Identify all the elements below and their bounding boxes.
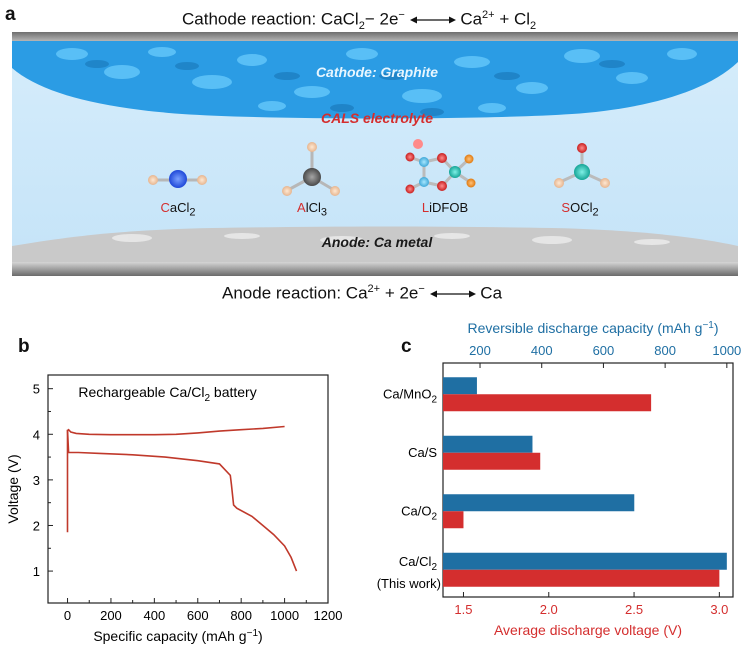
category-label: Ca/Cl2: [399, 554, 438, 573]
bottom-tick-label: 1.5: [454, 602, 472, 617]
chart-annotation: Rechargeable Ca/Cl2 battery: [78, 384, 256, 404]
cacl2-molecule-icon: [148, 170, 207, 188]
capacity-bar: [443, 377, 477, 395]
x-tick-label: 400: [144, 608, 166, 623]
x-tick-label: 600: [187, 608, 209, 623]
y-tick-label: 5: [33, 382, 40, 397]
voltage-bar: [443, 394, 652, 412]
voltage-bar: [443, 452, 541, 470]
molecule-label-alcl3: AlCl3: [297, 200, 327, 219]
cathode-current-collector: [12, 32, 738, 41]
y-tick-label: 1: [33, 564, 40, 579]
y-axis-label: Voltage (V): [5, 454, 21, 523]
plot-frame: [47, 374, 329, 604]
category-label: Ca/MnO2: [383, 386, 437, 405]
lidfob-molecule-icon: [405, 139, 476, 194]
ca-metal-anode: [12, 226, 738, 264]
panel-c-letter: c: [401, 336, 412, 357]
x-tick-label: 1200: [314, 608, 343, 623]
top-tick-label: 200: [469, 343, 491, 358]
bottom-tick-label: 3.0: [710, 602, 728, 617]
electrolyte-label: CALS electrolyte: [320, 110, 434, 126]
anode-current-collector: [12, 262, 738, 276]
y-tick-label: 4: [33, 427, 40, 442]
anode-label: Anode: Ca metal: [321, 234, 433, 250]
cathode-label: Cathode: Graphite: [315, 64, 439, 80]
top-tick-label: 600: [593, 343, 615, 358]
x-tick-label: 800: [230, 608, 252, 623]
molecule-label-socl2: SOCl2: [561, 200, 599, 219]
top-tick-label: 1000: [712, 343, 741, 358]
molecule-label-lidfob: LiDFOB: [421, 200, 469, 215]
top-tick-label: 800: [654, 343, 676, 358]
plot-frame: [442, 362, 734, 598]
x-tick-label: 1000: [270, 608, 299, 623]
category-label: Ca/O2: [401, 503, 437, 522]
alcl3-molecule-icon: [282, 142, 340, 196]
x-tick-label: 0: [64, 608, 71, 623]
graphite-flakes: [56, 47, 697, 113]
capacity-bar: [443, 435, 533, 453]
reversible-arrow-icon: [429, 284, 476, 304]
battery-comparison-chart: 200 400 600 800 1000 1.5 2.0 2.5 3.0 Ca/MnO2Ca/S…: [377, 320, 742, 638]
graphite-cathode: [12, 40, 738, 119]
bottom-tick-label: 2.5: [625, 602, 643, 617]
x-axis-label: Specific capacity (mAh g−1): [93, 628, 262, 644]
cathode-reaction: Cathode reaction: CaCl2− 2e− Ca2+ + Cl2: [182, 9, 537, 33]
voltage-capacity-chart: 0 200 400 600 800 1000 1200 1 2 3 4 5 Rechargeable …: [5, 374, 343, 644]
category-label: Ca/S: [408, 445, 437, 460]
charge-curve: [66, 425, 285, 533]
reversible-arrow-icon: [409, 10, 456, 30]
bottom-tick-label: 2.0: [540, 602, 558, 617]
category-label-note: (This work): [377, 576, 441, 591]
bottom-axis-label: Average discharge voltage (V): [494, 622, 682, 638]
socl2-molecule-icon: [554, 143, 610, 188]
capacity-bar: [443, 494, 635, 512]
y-tick-label: 3: [33, 473, 40, 488]
capacity-bar: [443, 552, 727, 570]
panel-a-letter: a: [5, 4, 16, 25]
x-tick-label: 200: [100, 608, 122, 623]
y-tick-label: 2: [33, 518, 40, 533]
discharge-curve: [66, 429, 298, 572]
top-axis-label: Reversible discharge capacity (mAh g−1): [467, 320, 718, 336]
molecule-label-cacl2: CaCl2: [160, 200, 196, 219]
top-tick-label: 400: [531, 343, 553, 358]
panel-b-letter: b: [18, 336, 30, 357]
battery-schematic: [12, 32, 738, 276]
voltage-bar: [443, 569, 720, 587]
voltage-bar: [443, 511, 464, 529]
anode-reaction: Anode reaction: Ca2+ + 2e− Ca: [222, 283, 503, 304]
